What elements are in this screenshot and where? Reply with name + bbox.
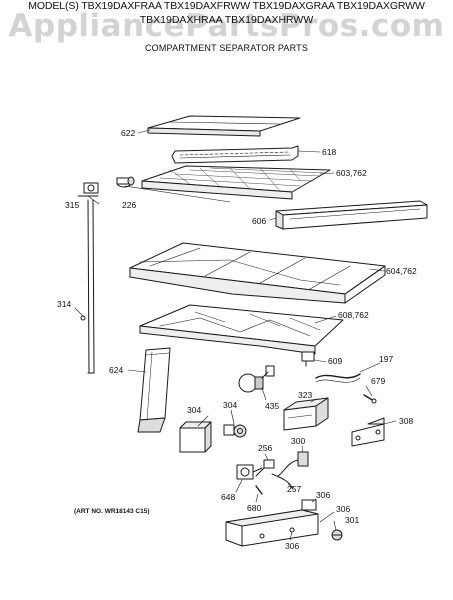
part-624-duct: [137, 347, 171, 433]
callout-306-bottom: 306: [285, 541, 299, 551]
part-308-bracket: [351, 417, 385, 447]
callout-679: 679: [371, 376, 385, 386]
callout-306-right: 306: [336, 504, 350, 514]
part-435-bulb: [238, 365, 275, 393]
callout-323: 323: [298, 390, 312, 400]
part-197-wire: [315, 373, 361, 383]
part-608-base: [139, 304, 344, 355]
part-301-screw: [331, 529, 343, 541]
callout-257: 257: [287, 484, 301, 494]
leader-lines: [74, 129, 397, 541]
part-618-rail: [171, 145, 299, 164]
callout-308: 308: [399, 416, 413, 426]
part-679-screw: [363, 394, 377, 404]
callout-618: 618: [322, 147, 336, 157]
callout-315: 315: [65, 200, 79, 210]
callout-435: 435: [265, 401, 279, 411]
callout-labels: 622 618 603,762 315 226 606 604,762 314 …: [57, 128, 417, 551]
callout-609: 609: [328, 356, 342, 366]
part-300-switch: [277, 451, 309, 477]
part-648-motor: [236, 464, 263, 480]
diagram-title: COMPARTMENT SEPARATOR PARTS: [144, 43, 309, 53]
part-304-housing: [179, 421, 212, 453]
part-306-housing: [225, 499, 319, 547]
callout-226: 226: [122, 200, 136, 210]
callout-606: 606: [252, 216, 266, 226]
callout-603: 603,762: [336, 168, 367, 178]
callout-680: 680: [247, 503, 261, 513]
part-304-knob: [223, 424, 247, 438]
callout-314: 314: [57, 299, 71, 309]
callout-300: 300: [291, 436, 305, 446]
part-603-shelf: [141, 165, 331, 200]
callout-622: 622: [121, 128, 135, 138]
callout-306-top: 306: [316, 490, 330, 500]
callout-648: 648: [221, 492, 235, 502]
callout-608: 608,762: [338, 310, 369, 320]
callout-304-knob: 304: [223, 400, 237, 410]
watermark: AppliancePartsPros.com: [8, 8, 445, 44]
callout-197: 197: [379, 354, 393, 364]
part-604-separator: [129, 242, 386, 304]
part-622-cover: [147, 115, 301, 137]
part-226-cap: [116, 176, 135, 188]
callout-256: 256: [258, 443, 272, 453]
callout-604: 604,762: [386, 266, 417, 276]
part-606-trim: [275, 200, 428, 230]
callout-301: 301: [345, 515, 359, 525]
callout-304-housing: 304: [187, 405, 201, 415]
model-list-line-1: MODEL(S) TBX19DAXFRAA TBX19DAXFRWW TBX19…: [28, 0, 425, 12]
part-680-screw: [255, 485, 263, 495]
part-609-clip: [301, 351, 315, 367]
callout-624: 624: [109, 365, 123, 375]
part-256-connector: [255, 459, 275, 477]
part-314-rod: [80, 199, 95, 374]
part-323-box: [283, 397, 329, 431]
part-315-bracket: [77, 182, 99, 197]
model-list-line-2: TBX19DAXHRAA TBX19DAXHRWW: [139, 14, 314, 26]
art-number: (ART NO. WR18143 C15): [74, 508, 150, 515]
